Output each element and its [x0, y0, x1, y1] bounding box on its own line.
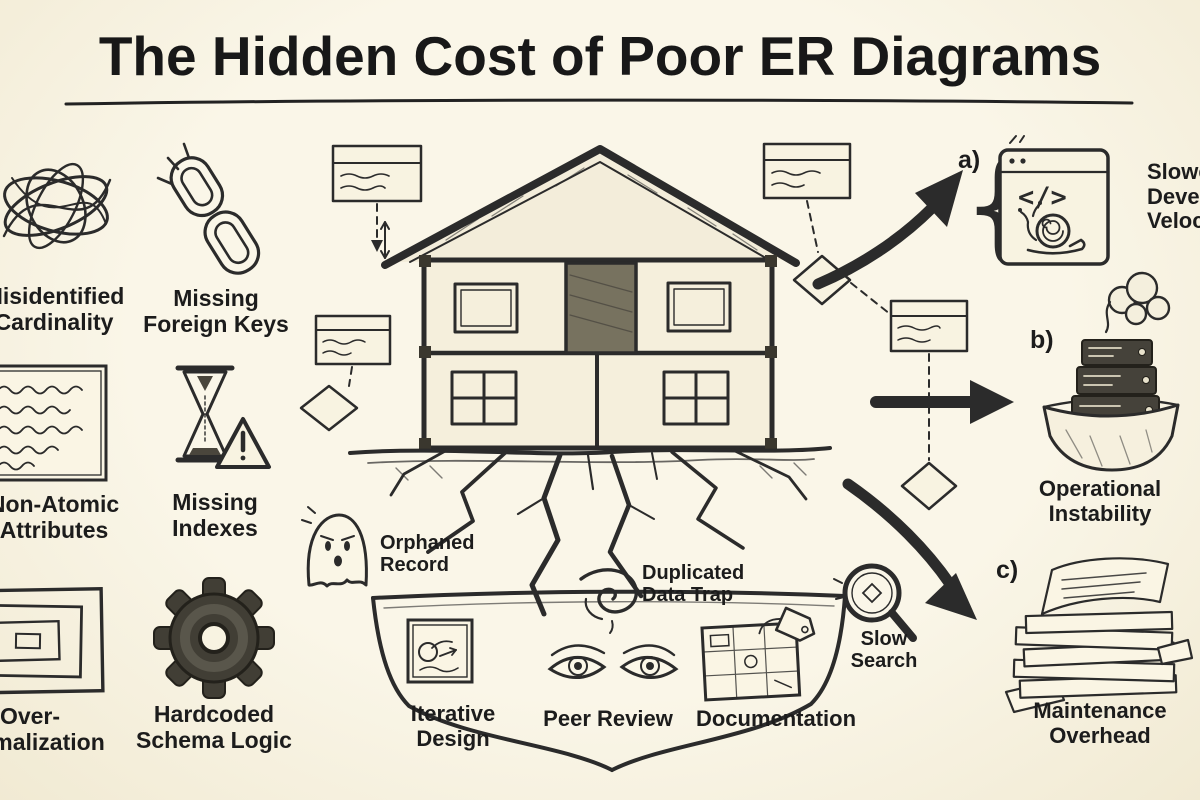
arrow-to-maintenance-overhead	[842, 478, 977, 620]
left-label-missing-foreign-keys: Missing Foreign Keys	[143, 285, 289, 337]
annotation-orphaned-record: Orphaned Record	[380, 532, 475, 577]
title-underline	[64, 98, 1134, 106]
marker-a: a)	[958, 146, 981, 174]
hourglass-warning-icon	[175, 365, 271, 469]
banner-label-documentation: Documentation	[695, 706, 857, 731]
nested-squares-icon	[0, 586, 105, 696]
banner-label-peer-review: Peer Review	[543, 706, 673, 731]
gear-icon	[153, 577, 275, 699]
left-label-missing-indexes: Missing Indexes	[172, 489, 258, 541]
annotation-duplicated-data-trap: Duplicated Data Trap	[642, 562, 745, 607]
right-label-slower-dev-velocity: Slower Development Velocity	[1147, 159, 1200, 234]
blueprint-tag-icon	[700, 621, 802, 702]
left-label-hardcoded-schema-logic: Hardcoded Schema Logic	[136, 701, 292, 753]
server-bucket-smoke-icon	[1042, 271, 1180, 472]
paper-pile-icon	[1004, 557, 1194, 714]
cracked-ground	[348, 446, 832, 617]
er-schema-fragments	[299, 142, 969, 511]
handwritten-note-icon	[0, 364, 108, 482]
eyes-icon	[547, 644, 679, 679]
code-icon: </>	[1018, 182, 1067, 213]
arrow-to-dev-velocity	[812, 170, 963, 290]
price-tag-icon	[758, 606, 816, 642]
cracked-house	[381, 145, 800, 451]
page-title: The Hidden Cost of Poor ER Diagrams	[98, 25, 1102, 87]
marker-b: b)	[1030, 326, 1054, 354]
right-label-operational-instability: Operational Instability	[1038, 476, 1162, 526]
annotation-slow-search: Slow Search	[850, 628, 918, 673]
left-label-over-normalization: Over-normalization	[0, 703, 105, 755]
left-label-non-atomic-attributes: Non-Atomic Attributes	[0, 491, 120, 543]
banner-label-iterative-design: Iterative Design	[410, 701, 496, 751]
right-label-maintenance-overhead: Maintenance Overhead	[1033, 698, 1167, 748]
ghost-icon	[301, 506, 368, 588]
code-window-snail-icon: { </>	[962, 135, 1110, 274]
arrow-to-operational-instability	[870, 380, 1014, 424]
left-label-misidentified-cardinality: Misidentified Cardinality	[0, 283, 125, 335]
broken-chain-icon	[156, 142, 261, 275]
snail-icon	[1018, 201, 1086, 255]
whirlpool-icon	[579, 568, 638, 634]
tangled-knot-icon	[2, 162, 112, 250]
magnifier-icon	[833, 563, 917, 642]
marker-c: c)	[996, 556, 1019, 584]
framed-sketch-icon	[406, 618, 474, 684]
